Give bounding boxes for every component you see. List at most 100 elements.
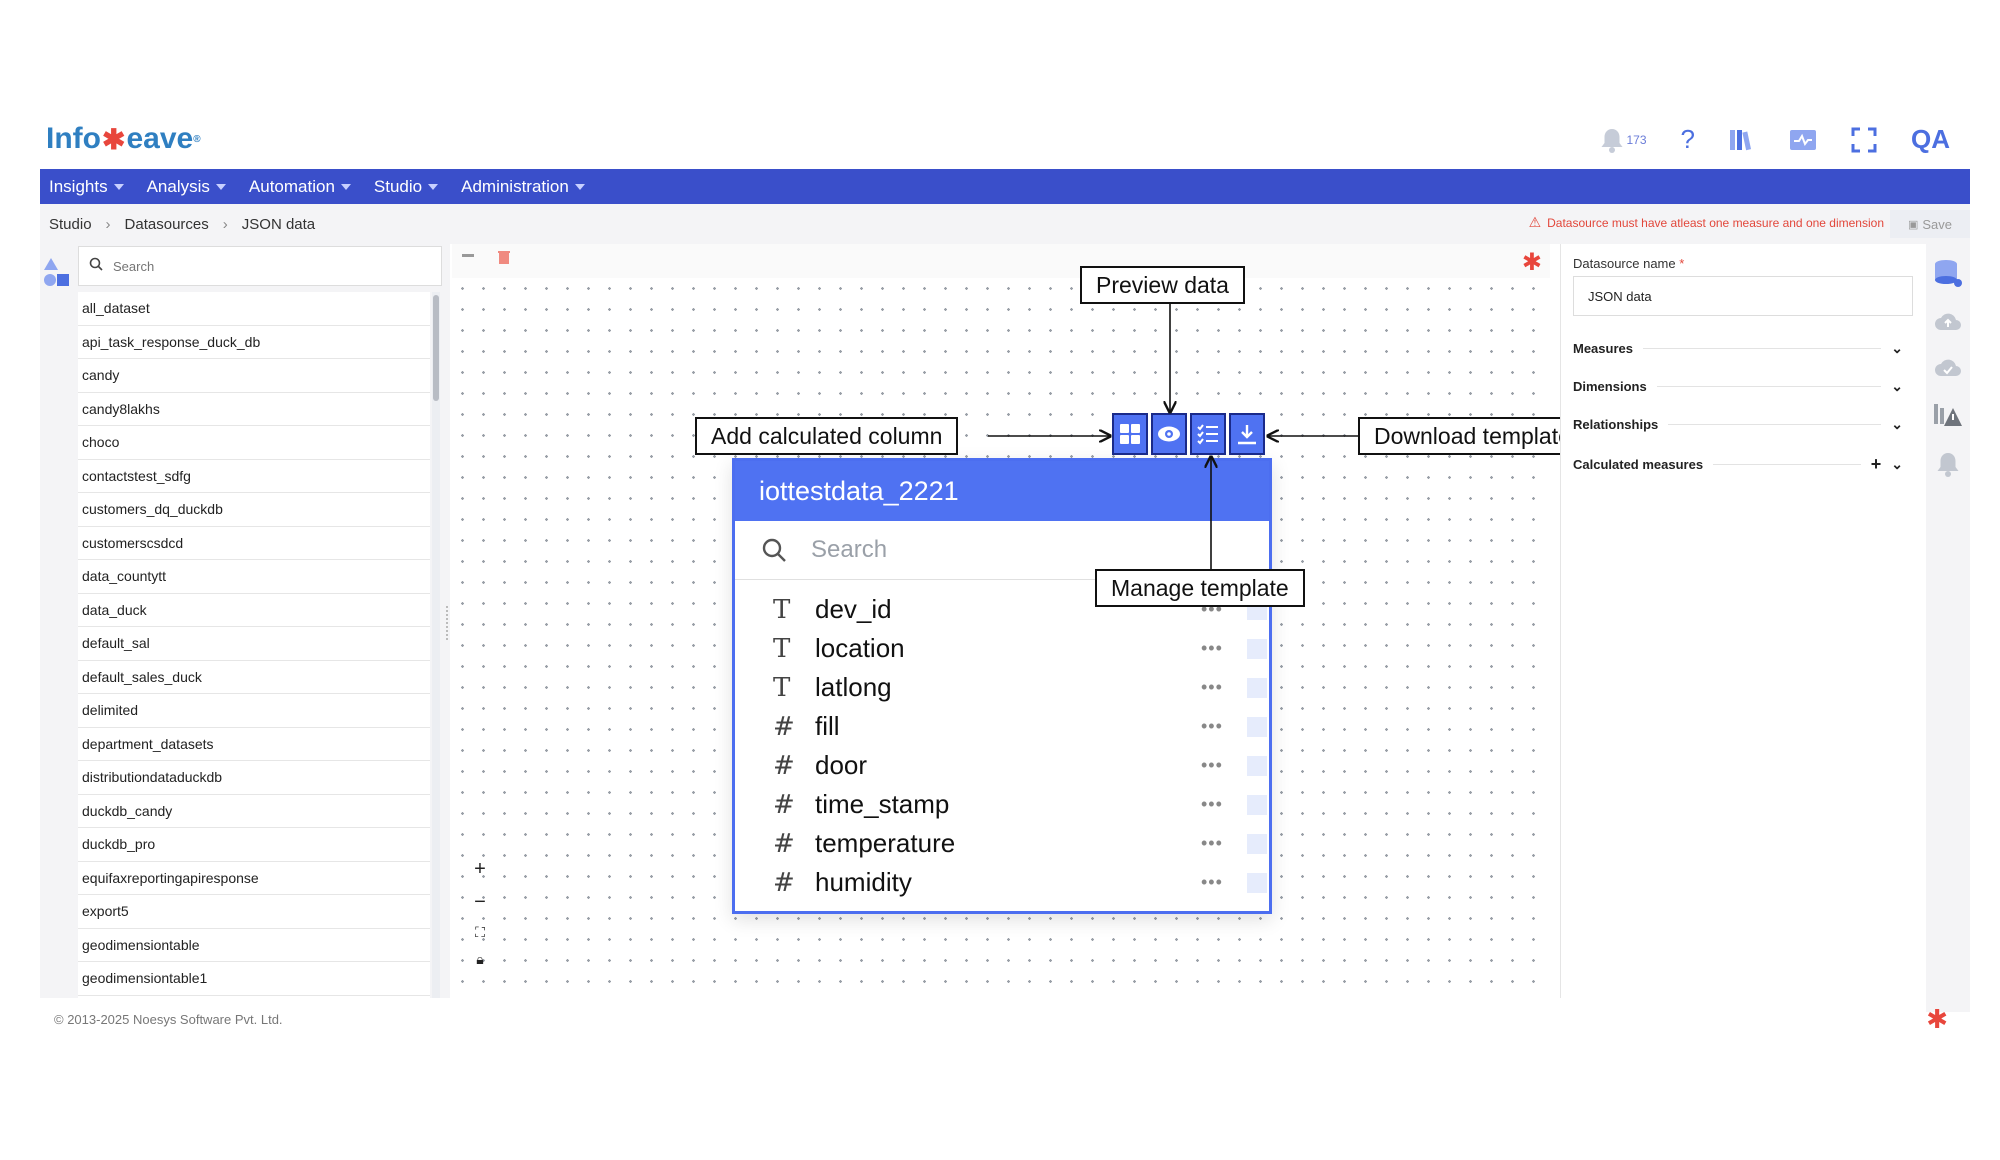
dataset-search[interactable] [78,246,442,286]
zoom-out-icon[interactable]: − [474,891,486,913]
more-options-icon[interactable]: ••• [1201,794,1223,814]
dataset-list-item[interactable]: contactstest_sdfg [78,460,430,493]
field-checkbox[interactable] [1247,872,1267,893]
dataset-list-item[interactable]: distributiondataduckdb [78,761,430,795]
collapse-icon[interactable] [462,254,474,257]
panel-section-dimensions[interactable]: Dimensions⌄ [1573,378,1903,394]
more-options-icon[interactable]: ••• [1201,716,1223,736]
user-avatar[interactable]: QA [1911,124,1950,154]
field-row[interactable]: #door••• [735,746,1269,785]
field-checkbox[interactable] [1247,755,1267,776]
left-resize-handle[interactable] [446,606,452,640]
datasource-name-input[interactable]: JSON data [1573,276,1913,316]
cloud-check-icon[interactable] [1933,356,1963,380]
fit-view-icon[interactable]: ⛶ [475,924,485,940]
search-icon [89,257,103,276]
dataset-list-scrollbar[interactable] [432,292,440,998]
chevron-down-icon[interactable]: ⌄ [1891,416,1903,432]
dataset-list-item[interactable]: data_duck [78,594,430,627]
bell-icon[interactable] [1935,450,1961,478]
lock-icon[interactable]: 🔒︎ [476,951,484,967]
menu-insights[interactable]: Insights [49,177,124,197]
dataset-list-item[interactable]: candy8lakhs [78,393,430,426]
dataset-list-item[interactable]: choco [78,426,430,460]
menu-analysis[interactable]: Analysis [147,177,226,197]
menu-studio[interactable]: Studio [374,177,439,197]
right-sidebar [1926,244,1970,1012]
delete-icon[interactable] [498,250,510,269]
field-row[interactable]: #time_stamp••• [735,785,1269,824]
dataset-list-item[interactable]: equifaxreportingapiresponse [78,862,430,895]
menu-administration[interactable]: Administration [461,177,585,197]
chevron-down-icon[interactable]: ⌄ [1891,340,1903,356]
infoveave-logo[interactable]: Info✱eave® [46,122,201,155]
more-options-icon[interactable]: ••• [1201,872,1223,892]
dataset-list-item[interactable]: department_datasets [78,728,430,761]
dataset-list-item[interactable]: default_sales_duck [78,661,430,694]
add-calculated-column-button[interactable] [1112,413,1148,455]
dataset-list-item[interactable]: api_task_response_duck_db [78,326,430,359]
zoom-controls: + − ⛶ 🔒︎ [470,858,490,968]
help-icon[interactable]: ? [1680,124,1695,154]
field-checkbox[interactable] [1247,677,1267,698]
panel-section-relationships[interactable]: Relationships⌄ [1573,416,1903,432]
database-settings-icon[interactable] [1933,258,1963,288]
dataset-list-item[interactable]: customers_dq_duckdb [78,493,430,527]
dataset-list-item[interactable]: geodimensiontable1 [78,962,430,996]
monitor-icon[interactable] [1789,129,1817,151]
dataset-list-item[interactable]: export5 [78,895,430,929]
field-checkbox[interactable] [1247,716,1267,737]
panel-section-measures[interactable]: Measures⌄ [1573,340,1903,356]
panel-section-calculated-measures[interactable]: Calculated measures+⌄ [1573,454,1903,474]
callout-add-calculated-column: Add calculated column [695,417,959,455]
dataset-search-input[interactable] [111,257,415,275]
dataset-list-item[interactable]: duckdb_pro [78,828,430,862]
zoom-in-icon[interactable]: + [474,858,486,880]
preview-data-button[interactable] [1151,413,1187,455]
breadcrumb-studio[interactable]: Studio [49,215,92,233]
save-button[interactable]: ▣ Save [1890,210,1970,238]
dataset-list-scroll-thumb[interactable] [433,295,439,401]
field-checkbox[interactable] [1247,794,1267,815]
dataset-list-item[interactable]: delimited [78,694,430,728]
manage-template-button[interactable] [1190,413,1226,455]
shapes-icon[interactable] [42,256,70,293]
field-row[interactable]: #temperature••• [735,824,1269,863]
dataset-list-item[interactable]: data_countytt [78,560,430,594]
fullscreen-icon[interactable] [1851,127,1877,153]
download-template-button[interactable] [1229,413,1265,455]
callout-manage-template: Manage template [1095,569,1305,607]
dataset-list-item[interactable]: default_sal [78,627,430,661]
more-options-icon[interactable]: ••• [1201,638,1223,658]
table-node-search[interactable]: Search [735,521,1269,580]
more-options-icon[interactable]: ••• [1201,755,1223,775]
dataset-list-item[interactable]: all_dataset [78,292,430,326]
add-icon[interactable]: + [1870,454,1882,474]
breadcrumb-current: JSON data [241,215,316,233]
breadcrumb: Studio › Datasources › JSON data ⚠ Datas… [40,204,1970,244]
notification-count: 173 [1626,132,1647,147]
chevron-down-icon[interactable]: ⌄ [1891,456,1903,472]
alert-chart-icon[interactable] [1933,402,1963,428]
field-row[interactable]: #humidity••• [735,863,1269,902]
dataset-list-item[interactable]: duckdb_candy [78,795,430,828]
chevron-down-icon[interactable]: ⌄ [1891,378,1903,394]
callout-preview-data: Preview data [1080,266,1245,304]
library-icon[interactable] [1729,128,1755,152]
dataset-list-item[interactable]: candy [78,359,430,393]
field-row[interactable]: #fill••• [735,707,1269,746]
cloud-upload-icon[interactable] [1933,310,1963,334]
field-checkbox[interactable] [1247,638,1267,659]
breadcrumb-datasources[interactable]: Datasources [124,215,209,233]
field-checkbox[interactable] [1247,833,1267,854]
canvas-toolbar: ✱ [452,244,1550,278]
notification-bell-icon[interactable]: 173 [1599,126,1647,154]
menu-automation[interactable]: Automation [249,177,351,197]
more-options-icon[interactable]: ••• [1201,833,1223,853]
dataset-list-item[interactable]: customerscsdcd [78,527,430,560]
more-options-icon[interactable]: ••• [1201,677,1223,697]
dataset-list-item[interactable]: geodimensiontable [78,929,430,962]
